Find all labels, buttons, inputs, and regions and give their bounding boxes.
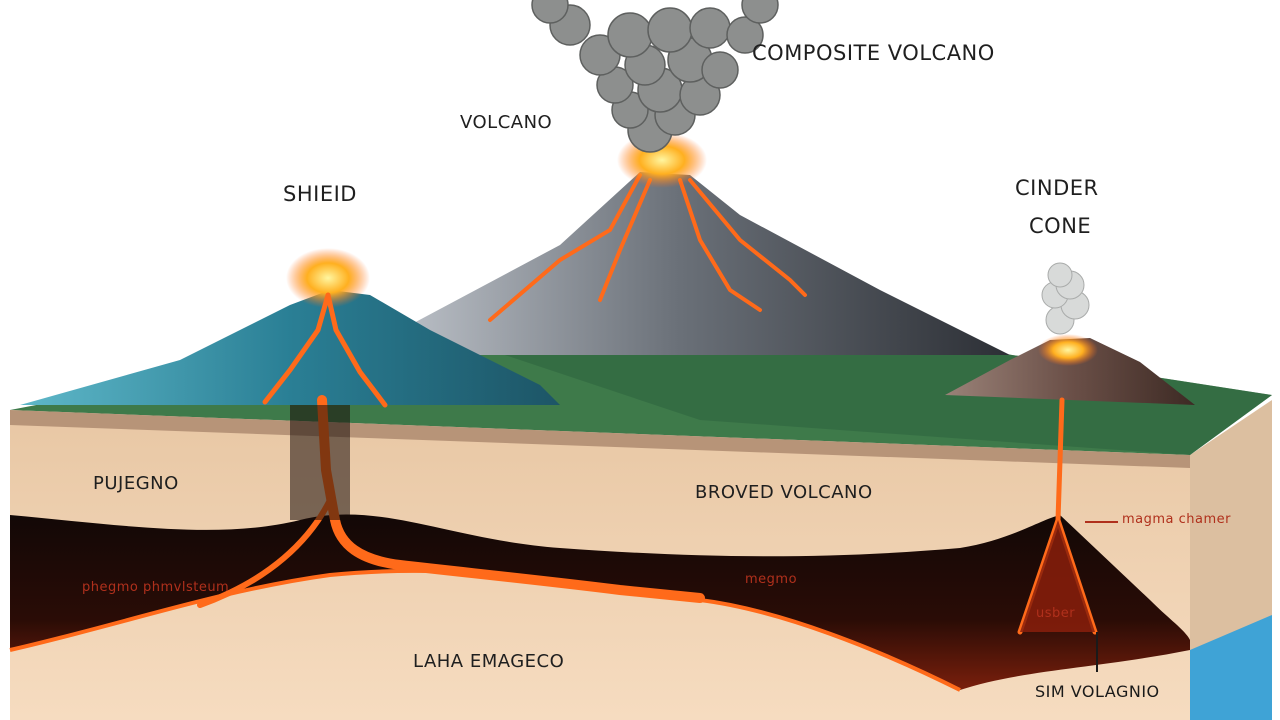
label-volcano: VOLCANO [460,112,553,133]
label-cinder-line2: CONE [1029,214,1092,238]
water-layer [1190,615,1272,720]
cinder-chamber [1020,520,1095,632]
label-lava-channel: LAHA EMAGECO [413,651,565,672]
shield-volcano [20,290,560,405]
magma-layer [10,514,1190,690]
shield-crater-glow [286,248,370,308]
label-usber: usber [1036,606,1076,621]
label-broved-volcano: BROVED VOLCANO [695,482,873,503]
label-pulegno: PUJEGNO [93,473,179,494]
composite-lava-flow [488,173,807,322]
shield-lava-flow [262,292,388,408]
shield-conduit-dark [290,405,350,520]
ash-plume [531,0,779,153]
composite-volcano [410,172,1010,355]
cinder-steam [1041,262,1090,335]
label-sim-volcano: SIM VOLAGNIO [1035,682,1160,701]
label-mid-chamber: megmo [745,572,798,587]
label-composite-volcano: COMPOSITE VOLCANO [752,41,995,65]
cinder-cone [945,338,1195,405]
label-cinder-line1: CINDER [1015,176,1099,200]
shield-conduit [317,395,705,603]
cinder-crater-glow [1038,334,1098,366]
label-shield: SHIEID [283,182,357,206]
label-left-chamber: phegmo phmvlsteum [82,580,230,595]
label-magma-chamber: magma chamer [1122,512,1232,527]
